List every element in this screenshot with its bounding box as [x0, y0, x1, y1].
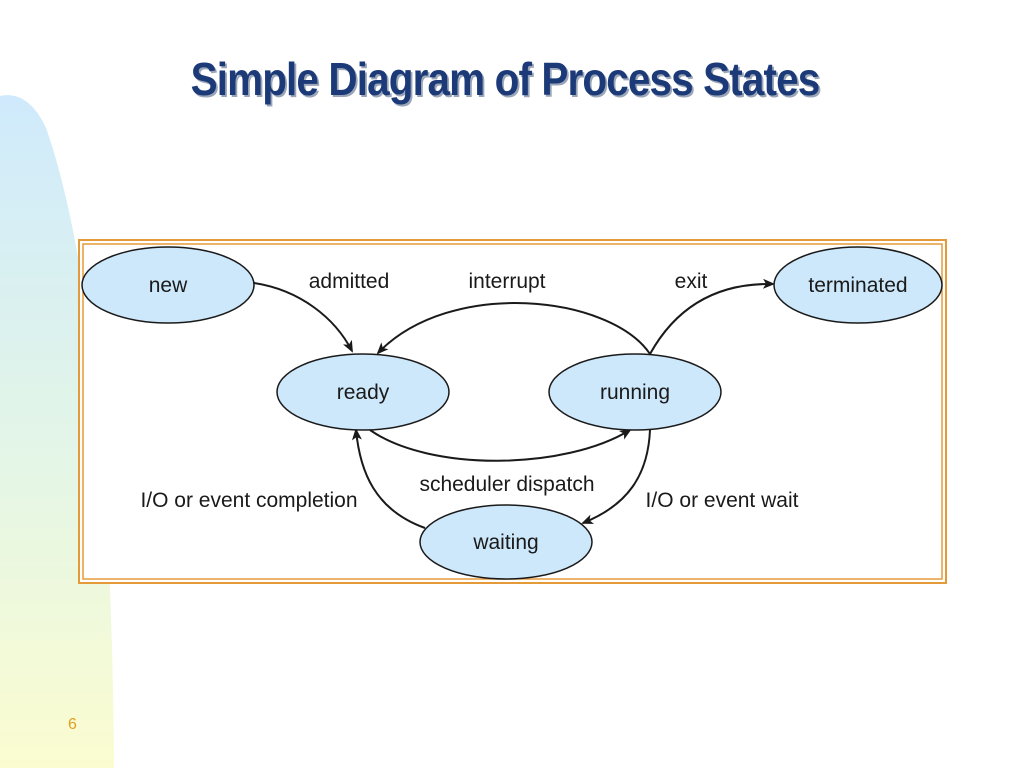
- state-running-label: running: [600, 381, 670, 404]
- edge-exit: [649, 278, 775, 355]
- edge-scheduler-dispatch: [369, 428, 632, 462]
- state-terminated-label: terminated: [808, 274, 907, 297]
- edge-io-event-completion: [351, 428, 426, 529]
- state-waiting-label: waiting: [472, 531, 538, 554]
- state-ready: ready: [276, 353, 450, 431]
- state-new: new: [81, 246, 255, 324]
- state-new-label: new: [149, 274, 188, 297]
- state-waiting: waiting: [419, 504, 593, 580]
- label-interrupt: interrupt: [468, 270, 545, 293]
- label-admitted: admitted: [309, 270, 390, 293]
- label-scheduler-dispatch: scheduler dispatch: [419, 473, 594, 496]
- label-io-event-wait: I/O or event wait: [646, 489, 799, 512]
- edge-interrupt: [376, 302, 651, 355]
- label-exit: exit: [675, 270, 708, 293]
- state-terminated: terminated: [773, 246, 943, 324]
- edge-io-event-wait: [581, 429, 651, 524]
- slide-number: 6: [68, 716, 77, 733]
- label-io-event-completion: I/O or event completion: [140, 489, 357, 512]
- decorative-swoosh: [0, 95, 114, 768]
- slide-title: Simple Diagram of Process States: [190, 53, 821, 105]
- state-running: running: [548, 353, 722, 431]
- edge-admitted: [253, 282, 353, 353]
- state-ready-label: ready: [337, 381, 390, 404]
